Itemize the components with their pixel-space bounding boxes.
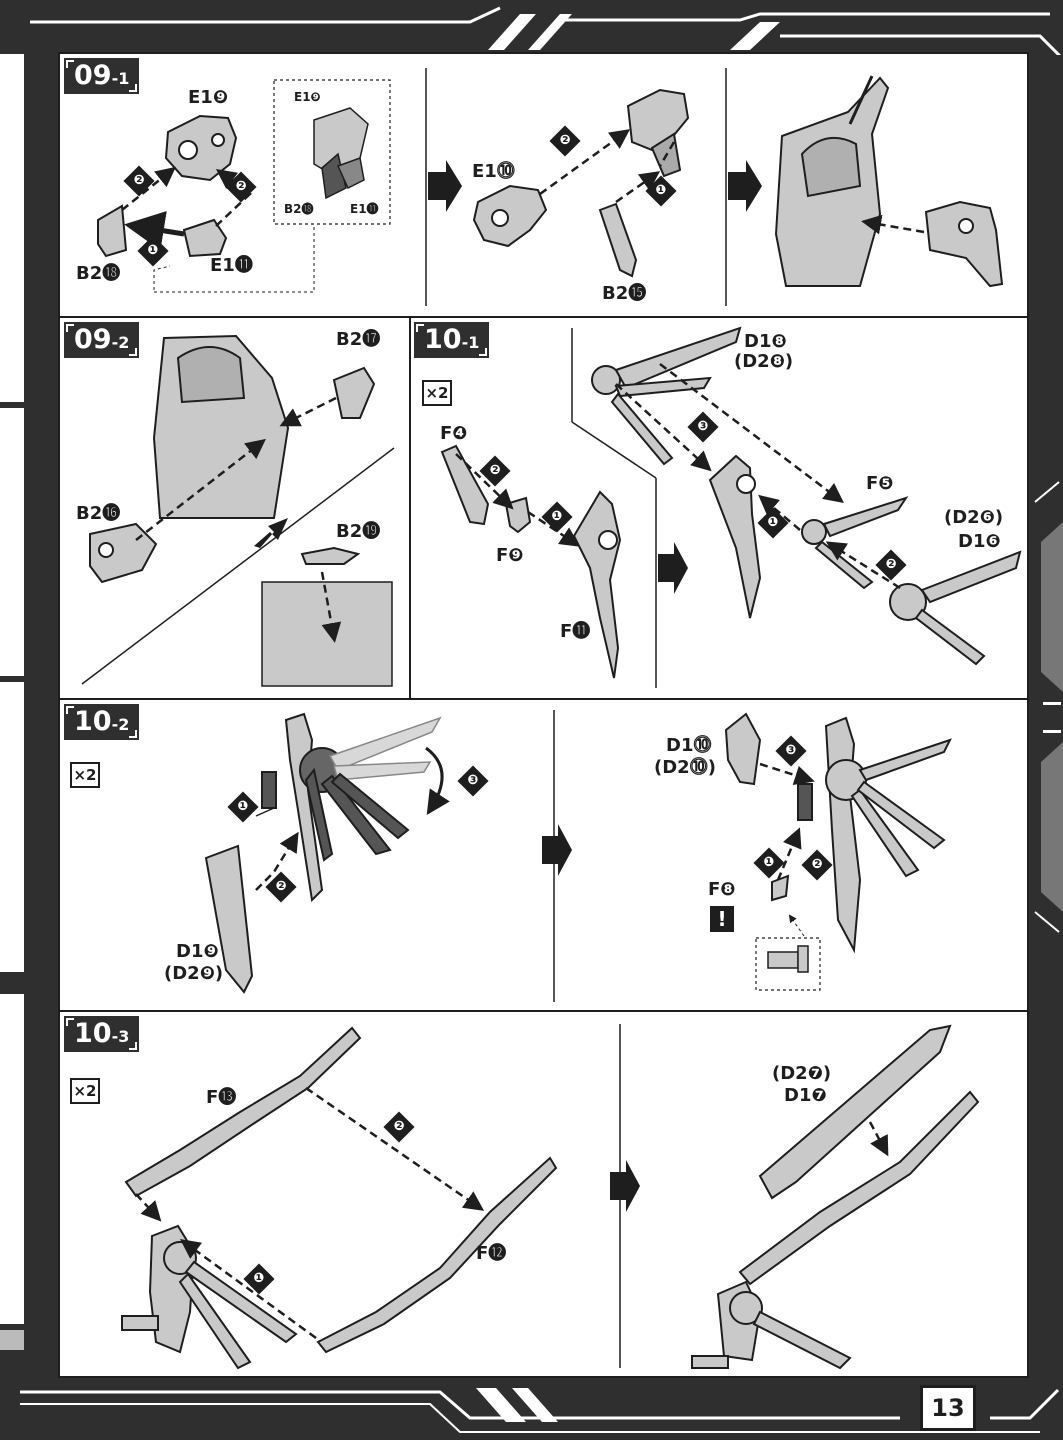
part-label-b2-17: B2⓱ xyxy=(336,329,381,350)
part-label-d2-9: (D2❾) xyxy=(164,963,224,984)
callout-2: ❷ xyxy=(801,849,833,881)
quantity-x2-badge: ×2 xyxy=(422,380,452,406)
part-label-b2-15: B2⓯ xyxy=(602,283,647,304)
callout-2: ❷ xyxy=(479,455,511,487)
part-label-d2-8: (D2❽) xyxy=(734,351,794,372)
part-label-d2-10: (D2⓾) xyxy=(654,757,716,778)
caution-icon: ! xyxy=(710,906,734,932)
step-10-2-label: 10-2 xyxy=(64,704,140,740)
callout-1: ❶ xyxy=(645,175,677,207)
part-label-f-5: F❺ xyxy=(866,473,894,494)
part-label-f-13: F⓭ xyxy=(206,1087,237,1108)
part-label-d1-6: D1❻ xyxy=(958,531,1001,552)
step-09-1-label: 09-1 xyxy=(64,58,140,94)
callout-3: ❸ xyxy=(687,411,719,443)
side-tab-decoration xyxy=(1034,481,1063,933)
step-10-3-diagram xyxy=(121,1024,980,1370)
step-09-1-panel: 09-1 E1❾ B2⓲ E1⓫ E1❾ B2⓲ E1⓫ E1⓾ B2⓯ ❷ ❷… xyxy=(60,54,1027,318)
part-label-d1-8: D1❽ xyxy=(744,331,787,352)
callout-1: ❶ xyxy=(227,791,259,823)
part-label-f-8: F❽ xyxy=(708,879,736,900)
part-label-f-11: F⓫ xyxy=(560,621,591,642)
step-10-3-label: 10-3 xyxy=(64,1016,140,1052)
callout-2: ❷ xyxy=(549,125,581,157)
callout-2: ❷ xyxy=(875,549,907,581)
part-label-e1-9: E1❾ xyxy=(188,87,229,108)
part-label-e1-11: E1⓫ xyxy=(210,255,253,276)
part-label-d1-9: D1❾ xyxy=(176,941,219,962)
callout-1: ❶ xyxy=(757,507,789,539)
step-10-2-panel: 10-2 ×2 D1❾ (D2❾) D1⓾ (D2⓾) F❽ ! ❶ ❷ ❸ ❸… xyxy=(60,700,1027,1012)
page-number: 13 xyxy=(920,1385,976,1431)
step-10-3-panel: 10-3 ×2 F⓭ F⓬ (D2❼) D1❼ ❷ ❶ xyxy=(60,1012,1027,1376)
callout-1: ❶ xyxy=(243,1263,275,1295)
part-e1-11-shape xyxy=(182,218,228,258)
quantity-x2-badge: ×2 xyxy=(70,1078,100,1104)
step-10-1-label: 10-1 xyxy=(414,322,490,358)
part-label-b2-18: B2⓲ xyxy=(76,263,121,284)
inset-label-e1-11: E1⓫ xyxy=(350,202,379,216)
robot-torso-shape xyxy=(774,75,890,287)
quantity-x2-badge: ×2 xyxy=(70,762,100,788)
callout-2: ❷ xyxy=(225,171,257,203)
callout-3: ❸ xyxy=(457,765,489,797)
part-label-b2-16: B2⓰ xyxy=(76,503,121,524)
part-label-f-4: F❹ xyxy=(440,423,468,444)
part-label-e1-10: E1⓾ xyxy=(472,161,515,182)
part-label-f-12: F⓬ xyxy=(476,1243,507,1264)
step-09-2-10-1-panel: 09-2 10-1 ×2 B2⓱ B2⓰ B2⓳ F❹ F❾ F⓫ D1❽ (D… xyxy=(60,318,1027,700)
top-frame-decoration xyxy=(0,0,1063,55)
inset-label-e1-9: E1❾ xyxy=(294,90,321,104)
callout-3: ❸ xyxy=(775,735,807,767)
step-09-1-diagram xyxy=(97,68,1004,306)
bottom-frame-decoration xyxy=(0,1378,1063,1440)
part-label-f-9: F❾ xyxy=(496,545,524,566)
part-label-d1-7: D1❼ xyxy=(784,1085,827,1106)
step-09-2-label: 09-2 xyxy=(64,322,140,358)
callout-1: ❶ xyxy=(753,847,785,879)
callout-2: ❷ xyxy=(123,165,155,197)
part-label-d1-10: D1⓾ xyxy=(666,735,712,756)
step-10-2-diagram xyxy=(204,710,952,1002)
part-label-d2-7: (D2❼) xyxy=(772,1063,832,1084)
previous-page-edge xyxy=(0,52,26,1380)
callout-1: ❶ xyxy=(541,501,573,533)
callout-2: ❷ xyxy=(265,871,297,903)
part-e1-9-shape xyxy=(164,114,238,182)
callout-1: ❶ xyxy=(137,235,169,267)
part-label-d2-6: (D2❻) xyxy=(944,507,1004,528)
instruction-page: 09-1 E1❾ B2⓲ E1⓫ E1❾ B2⓲ E1⓫ E1⓾ B2⓯ ❷ ❷… xyxy=(58,52,1029,1378)
step-09-2-10-1-diagram xyxy=(81,318,1022,698)
part-b2-18-shape xyxy=(97,204,128,258)
part-label-b2-19: B2⓳ xyxy=(336,521,381,542)
callout-2: ❷ xyxy=(383,1111,415,1143)
inset-label-b2-18: B2⓲ xyxy=(284,202,314,216)
